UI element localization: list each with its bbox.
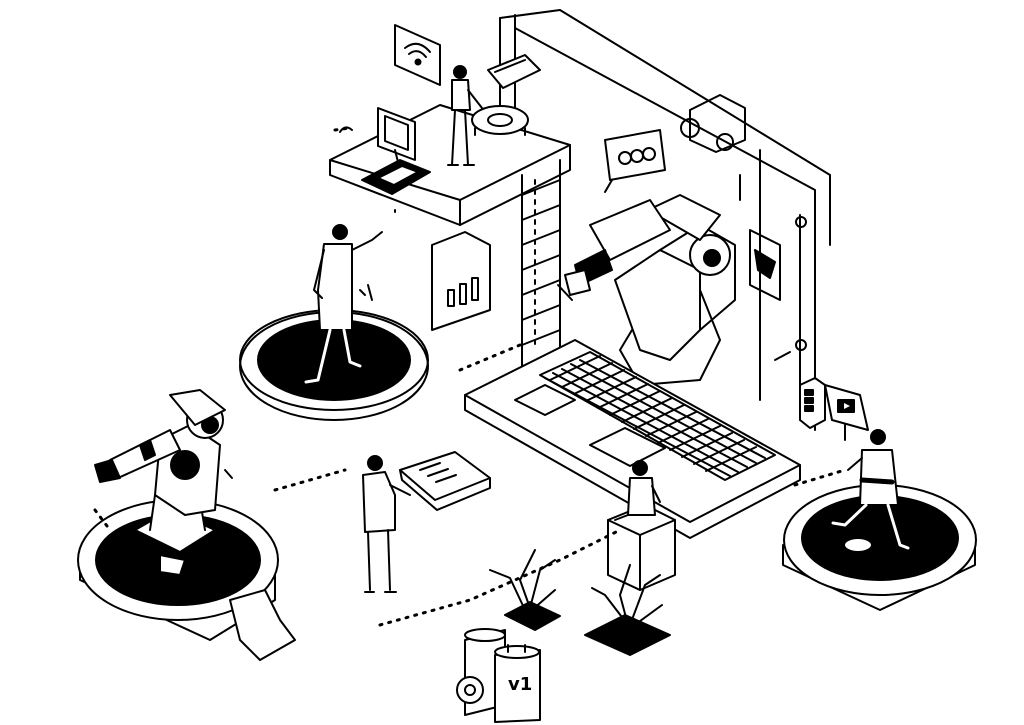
decorative-marks (224, 126, 791, 479)
battery-device (799, 377, 826, 429)
infinity-icon (618, 147, 656, 165)
plant-center (489, 549, 561, 631)
ladder (521, 159, 561, 376)
dotted-paths (93, 126, 847, 627)
chart-icon (447, 277, 479, 307)
pedestal (607, 504, 676, 591)
video-monitor (824, 384, 869, 441)
walking-figure (831, 429, 910, 553)
gear-disc (471, 105, 529, 136)
pipe-system (499, 9, 831, 431)
tablet-device (399, 451, 491, 511)
woman-on-platform (447, 65, 483, 166)
canister-label: v1 (508, 674, 532, 695)
man-pointing (304, 224, 383, 384)
battery-icon (804, 389, 814, 412)
sitting-person (614, 460, 661, 521)
chart-sign (431, 231, 491, 331)
desk-computer (361, 107, 431, 195)
person-with-tablet (362, 455, 411, 593)
plant-right (584, 564, 671, 656)
wifi-screen (394, 24, 441, 86)
floating-panel (487, 54, 541, 89)
keyboard-platform (464, 339, 801, 539)
wall-panel (749, 229, 781, 301)
infinity-sign (604, 129, 666, 193)
keyboard (539, 351, 776, 481)
central-robot-arm (557, 194, 736, 386)
canisters: v1 (456, 628, 541, 723)
wifi-icon (404, 42, 431, 66)
turntable-right (782, 484, 977, 611)
video-icon (837, 399, 855, 413)
left-robot-arm (94, 389, 226, 576)
